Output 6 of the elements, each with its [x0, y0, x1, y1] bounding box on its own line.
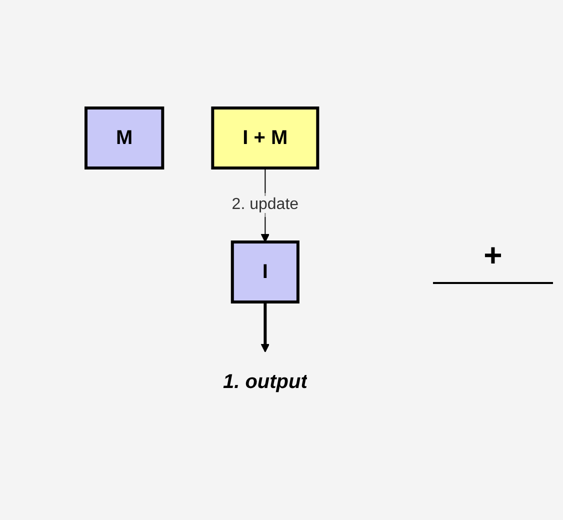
edge-label: 2. update: [232, 196, 298, 213]
node-box: M: [84, 106, 164, 170]
arrow: [260, 302, 270, 352]
node-box: I + M: [210, 106, 319, 170]
plus-sign: +: [484, 236, 502, 274]
node-box: I: [230, 240, 300, 304]
